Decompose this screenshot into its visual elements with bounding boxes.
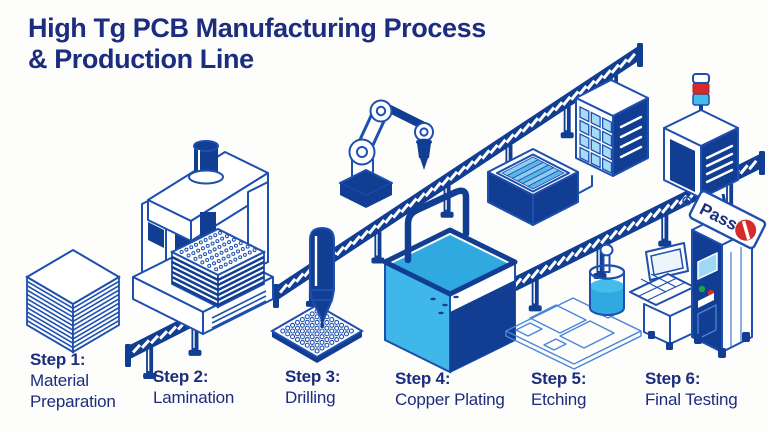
inspection-gate-icon	[663, 73, 739, 199]
control-cabinet-icon	[575, 79, 649, 194]
lamination-press-icon	[132, 140, 274, 335]
drilled-pcb-icon	[270, 303, 364, 363]
step-4-title: Step 4:	[395, 369, 451, 388]
step-4-label: Step 4: Copper Plating	[395, 368, 505, 410]
step-5-caption: Etching	[531, 390, 587, 409]
title-line-1: High Tg PCB Manufacturing Process	[28, 13, 486, 43]
step-5-title: Step 5:	[531, 369, 587, 388]
step-1-caption: Material Preparation	[30, 371, 116, 411]
step-2-title: Step 2:	[153, 367, 209, 386]
step-6-caption: Final Testing	[645, 390, 738, 409]
step-3-title: Step 3:	[285, 367, 341, 386]
page-title: High Tg PCB Manufacturing Process & Prod…	[28, 13, 486, 75]
material-stack-icon	[25, 248, 121, 354]
step-1-label: Step 1: Material Preparation	[30, 349, 116, 412]
step-2-caption: Lamination	[153, 388, 235, 407]
step-5-label: Step 5: Etching	[531, 368, 587, 410]
step-2-label: Step 2: Lamination	[153, 366, 234, 408]
etchant-bottle-icon	[588, 243, 626, 316]
conveyor-belt-icon	[273, 43, 643, 308]
step-1-title: Step 1:	[30, 350, 86, 369]
step-3-label: Step 3: Drilling	[285, 366, 340, 408]
robot-arm-icon	[339, 99, 434, 208]
test-console-icon	[629, 242, 701, 350]
drill-icon	[309, 227, 335, 328]
title-line-2: & Production Line	[28, 44, 254, 74]
pass-sign-icon: Pass	[688, 190, 767, 250]
process-oven-icon	[487, 148, 579, 226]
test-kiosk-icon: Pass	[682, 190, 767, 358]
copper-plating-tank-icon	[382, 187, 518, 374]
step-3-caption: Drilling	[285, 388, 336, 407]
step-6-title: Step 6:	[645, 369, 701, 388]
signal-tower-light-icon	[692, 73, 710, 106]
step-4-caption: Copper Plating	[395, 390, 505, 409]
step-6-label: Step 6: Final Testing	[645, 368, 738, 410]
